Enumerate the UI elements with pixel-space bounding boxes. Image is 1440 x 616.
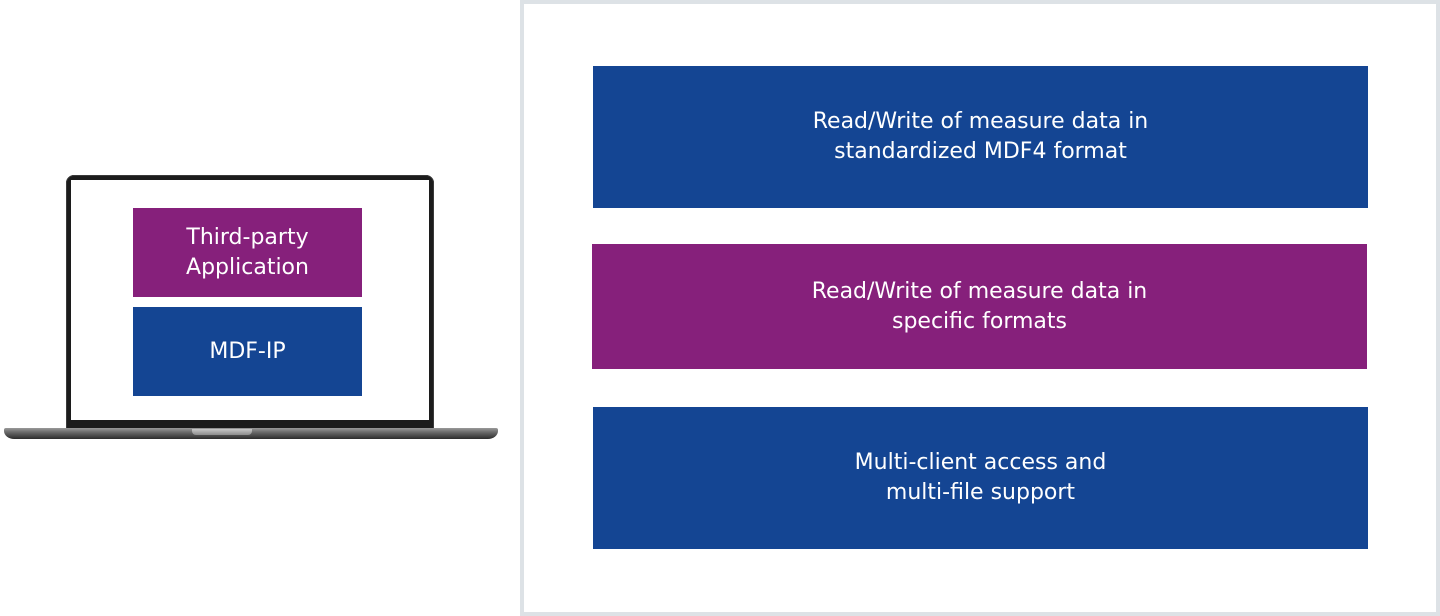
mdf-ip-box: MDF-IP <box>133 307 362 396</box>
laptop-hinge <box>192 429 252 435</box>
third-party-application-box: Third-party Application <box>133 208 362 297</box>
feature-multi-client: Multi-client access and multi-file suppo… <box>593 407 1368 549</box>
feature-mdf4-readwrite: Read/Write of measure data in standardiz… <box>593 66 1368 208</box>
feature-specific-formats: Read/Write of measure data in specific f… <box>592 244 1367 369</box>
